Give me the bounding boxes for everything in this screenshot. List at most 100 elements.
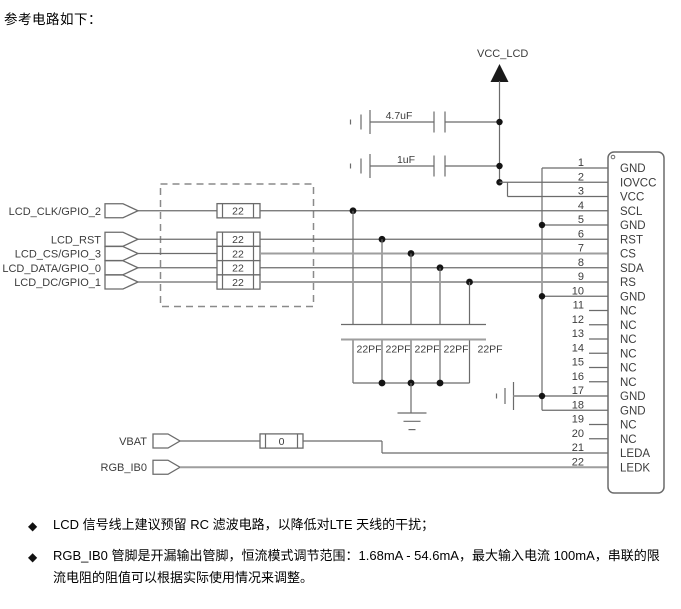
pin-number: 22 xyxy=(572,456,584,468)
pin-name: NC xyxy=(620,306,637,318)
filter-cap-value: 22PF xyxy=(357,344,382,356)
series-resistor-value: 22 xyxy=(232,248,244,260)
circuit-schematic: VCC_LCD 4.7uF 1uF xyxy=(2,48,665,494)
junction-dot xyxy=(436,379,444,387)
note-text: LCD 信号线上建议预留 RC 滤波电路，以降低对LTE 天线的干扰； xyxy=(53,517,435,532)
pin-number: 18 xyxy=(572,399,584,411)
pin-name: SDA xyxy=(620,263,644,275)
pin-name: SCL xyxy=(620,206,643,218)
pin-name: NC xyxy=(620,420,637,432)
junction-dot xyxy=(496,162,503,170)
rgb-ib0-port-flag xyxy=(152,459,182,475)
notes-section: ◆ LCD 信号线上建议预留 RC 滤波电路，以降低对LTE 天线的干扰； ◆ … xyxy=(28,514,664,598)
pin-number: 6 xyxy=(578,228,584,240)
pin-number: 17 xyxy=(572,385,584,397)
pin-number: 11 xyxy=(573,300,584,312)
pin-name: NC xyxy=(620,377,637,389)
pin-name: GND xyxy=(620,220,646,232)
resistor-0ohm-value: 0 xyxy=(279,436,285,448)
note-item: ◆ LCD 信号线上建议预留 RC 滤波电路，以降低对LTE 天线的干扰； xyxy=(28,514,664,536)
signal-label-1: LCD_RST xyxy=(51,234,101,246)
series-resistor-value: 22 xyxy=(232,206,244,218)
pin-name: GND xyxy=(620,391,646,403)
signal-label-4: LCD_DC/GPIO_1 xyxy=(14,277,101,289)
pin-number: 4 xyxy=(578,200,584,212)
filter-cap-labels: 22PF 22PF 22PF 22PF 22PF xyxy=(357,344,503,356)
pin-name: LEDA xyxy=(620,448,650,460)
pin-number: 16 xyxy=(572,371,584,383)
vbat-port-flag xyxy=(152,433,182,449)
rgb-ib0-label: RGB_IB0 xyxy=(101,462,147,474)
pin1-marker-icon xyxy=(610,154,616,160)
filter-cap-value: 22PF xyxy=(415,344,440,356)
pin-number: 9 xyxy=(578,271,584,283)
junction-dot xyxy=(538,221,546,229)
series-resistor-value: 22 xyxy=(232,234,244,246)
pin-name: RS xyxy=(620,277,636,289)
pin-name: CS xyxy=(620,249,636,261)
junction-dot xyxy=(538,392,546,400)
vcc-net-label: VCC_LCD xyxy=(477,48,528,60)
cap-4u7: 4.7uF xyxy=(349,110,500,134)
junction-dot xyxy=(538,293,546,300)
series-resistor-value: 22 xyxy=(232,277,244,289)
signal-port-flag xyxy=(104,274,140,290)
pin-name: IOVCC xyxy=(620,177,656,189)
pin-number: 10 xyxy=(572,285,584,297)
pin-name: VCC xyxy=(620,192,644,204)
pin-number: 12 xyxy=(572,314,584,326)
pin-name: GND xyxy=(620,291,646,303)
signal-port-flag xyxy=(104,231,140,247)
note-text: RGB_IB0 管脚是开漏输出管脚，恒流模式调节范围：1.68mA - 54.6… xyxy=(53,548,660,585)
pin-name: NC xyxy=(620,320,637,332)
pin-name: GND xyxy=(620,163,646,175)
signal-port-flag xyxy=(104,203,140,219)
pin-number: 1 xyxy=(578,157,584,169)
pin-number: 7 xyxy=(578,243,584,255)
signal-port-flag xyxy=(104,260,140,276)
pin-number: 15 xyxy=(572,357,584,369)
series-resistor-value: 22 xyxy=(232,263,244,275)
junction-dot xyxy=(496,118,503,126)
pin-number: 5 xyxy=(578,214,584,226)
pin-number: 14 xyxy=(572,342,584,354)
filter-cap-value: 22PF xyxy=(444,344,469,356)
diamond-bullet-icon: ◆ xyxy=(28,550,38,564)
vcc-arrow-icon xyxy=(490,64,509,82)
ground-symbol xyxy=(397,383,427,431)
note-item: ◆ RGB_IB0 管脚是开漏输出管脚，恒流模式调节范围：1.68mA - 54… xyxy=(28,545,664,589)
pin-name: NC xyxy=(620,334,637,346)
signal-label-3: LCD_DATA/GPIO_0 xyxy=(2,263,101,275)
pin-name: NC xyxy=(620,363,637,375)
rc-filter-dashed-box xyxy=(159,183,315,308)
signal-label-0: LCD_CLK/GPIO_2 xyxy=(9,206,101,218)
diamond-bullet-icon: ◆ xyxy=(28,519,38,533)
signal-label-2: LCD_CS/GPIO_3 xyxy=(15,249,101,261)
filter-cap-value: 22PF xyxy=(478,344,503,356)
cap-4u7-value: 4.7uF xyxy=(386,110,413,122)
pin-number: 19 xyxy=(572,414,584,426)
junction-dot xyxy=(378,379,386,387)
page-title: 参考电路如下： xyxy=(4,12,102,27)
pin-number: 20 xyxy=(572,428,584,440)
pin-number: 13 xyxy=(572,328,584,340)
pin-name: RST xyxy=(620,234,643,246)
cap-1u: 1uF xyxy=(349,154,500,178)
pin-number: 2 xyxy=(578,171,584,183)
pin-number: 3 xyxy=(578,186,584,198)
filter-cap-value: 22PF xyxy=(386,344,411,356)
ground-symbol-side xyxy=(495,382,515,410)
pin-name: NC xyxy=(620,434,637,446)
cap-1u-value: 1uF xyxy=(397,154,415,166)
pin-number: 8 xyxy=(578,257,584,269)
pin-number: 21 xyxy=(572,442,584,454)
pin-name: GND xyxy=(620,405,646,417)
pin-name: LEDK xyxy=(620,462,650,474)
resistor-0ohm: 0 xyxy=(259,433,304,449)
lcd-connector-body xyxy=(607,151,665,494)
signal-port-flag xyxy=(104,245,140,262)
pin-name: NC xyxy=(620,348,637,360)
